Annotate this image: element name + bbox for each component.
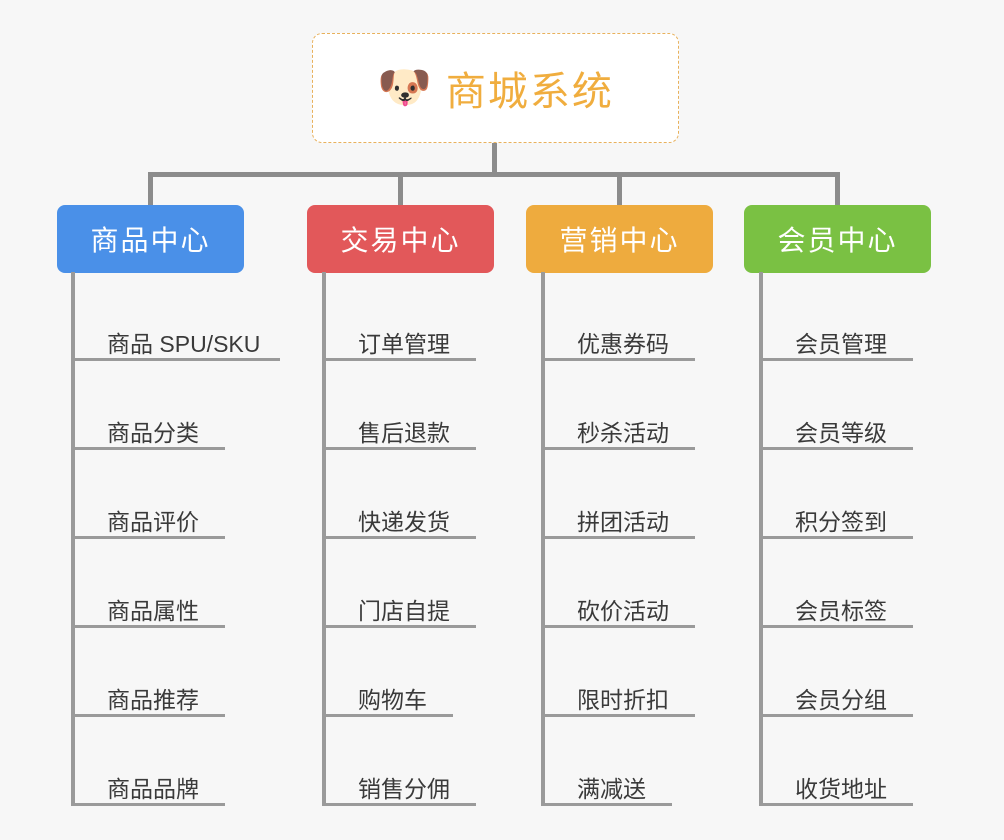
item-rule [326,447,476,450]
list-item[interactable]: 商品分类 [75,361,266,450]
list-item-label: 优惠券码 [577,330,669,357]
list-item[interactable]: 秒杀活动 [545,361,695,450]
list-item-label: 会员管理 [795,330,887,357]
branch-header-label: 交易中心 [340,225,461,256]
branch-header-3[interactable]: 会员中心 [744,205,931,273]
branch-items-0: 商品 SPU/SKU 商品分类 商品评价 商品属性 商品推荐 商品品牌 [71,272,280,806]
list-item-label: 会员分组 [795,686,887,713]
connector-horizontal-bus [148,172,840,177]
item-rule [545,803,672,806]
item-rule [545,358,695,361]
list-item[interactable]: 商品评价 [75,450,266,539]
list-item-label: 售后退款 [358,419,450,446]
branch-header-label: 营销中心 [559,225,680,256]
list-item-label: 购物车 [358,686,427,713]
item-rule [75,358,280,361]
branch-header-label: 会员中心 [777,225,898,256]
list-item[interactable]: 会员等级 [763,361,913,450]
list-item-label: 商品 SPU/SKU [107,330,261,357]
list-item-label: 限时折扣 [577,686,669,713]
list-item[interactable]: 会员标签 [763,539,913,628]
item-rule [326,803,476,806]
root-node[interactable]: 🐶 商城系统 [312,33,679,143]
list-item[interactable]: 会员分组 [763,628,913,717]
list-item[interactable]: 商品属性 [75,539,266,628]
item-rule [763,447,913,450]
list-item-label: 快递发货 [358,508,450,535]
list-item-label: 积分签到 [795,508,887,535]
list-item-label: 会员标签 [795,597,887,624]
list-item[interactable]: 门店自提 [326,539,476,628]
item-rule [545,447,695,450]
root-title: 商城系统 [445,70,614,114]
item-rule [763,625,913,628]
list-item[interactable]: 商品推荐 [75,628,266,717]
item-rule [763,536,913,539]
item-rule [75,714,225,717]
list-item[interactable]: 满减送 [545,717,675,806]
list-item-label: 商品分类 [107,419,199,446]
item-rule [545,625,695,628]
connector-drop-3 [617,172,622,205]
item-rule [75,625,225,628]
branch-header-0[interactable]: 商品中心 [57,205,244,273]
list-item-label: 商品推荐 [107,686,199,713]
item-rule [75,447,225,450]
list-item-label: 砍价活动 [577,597,669,624]
list-item[interactable]: 购物车 [326,628,456,717]
branch-header-label: 商品中心 [90,225,211,256]
list-item[interactable]: 限时折扣 [545,628,695,717]
branch-items-2: 优惠券码 秒杀活动 拼团活动 砍价活动 限时折扣 满减送 [541,272,695,806]
list-item-label: 商品品牌 [107,775,199,802]
branch-header-1[interactable]: 交易中心 [307,205,494,273]
dog-face-icon: 🐶 [377,63,432,112]
item-rule [545,714,695,717]
item-rule [545,536,695,539]
list-item-label: 满减送 [577,775,646,802]
item-rule [75,803,225,806]
list-item[interactable]: 订单管理 [326,272,476,361]
connector-drop-2 [398,172,403,205]
item-rule [326,536,476,539]
list-item[interactable]: 砍价活动 [545,539,695,628]
list-item[interactable]: 拼团活动 [545,450,695,539]
list-item[interactable]: 售后退款 [326,361,476,450]
list-item[interactable]: 会员管理 [763,272,913,361]
item-rule [75,536,225,539]
list-item[interactable]: 快递发货 [326,450,476,539]
item-rule [326,358,476,361]
list-item-label: 收货地址 [795,775,887,802]
branch-header-2[interactable]: 营销中心 [526,205,713,273]
item-rule [763,714,913,717]
list-item[interactable]: 销售分佣 [326,717,476,806]
list-item-label: 商品属性 [107,597,199,624]
branch-items-3: 会员管理 会员等级 积分签到 会员标签 会员分组 收货地址 [759,272,913,806]
list-item-label: 秒杀活动 [577,419,669,446]
item-rule [763,803,913,806]
list-item[interactable]: 积分签到 [763,450,913,539]
list-item[interactable]: 收货地址 [763,717,913,806]
list-item-label: 商品评价 [107,508,199,535]
list-item-label: 门店自提 [358,597,450,624]
connector-drop-4 [835,172,840,205]
list-item-label: 订单管理 [358,330,450,357]
item-rule [326,625,476,628]
list-item-label: 会员等级 [795,419,887,446]
item-rule [326,714,453,717]
connector-drop-1 [148,172,153,205]
list-item[interactable]: 商品品牌 [75,717,266,806]
list-item[interactable]: 优惠券码 [545,272,695,361]
connector-root-stem [492,143,497,175]
list-item[interactable]: 商品 SPU/SKU [75,272,280,361]
list-item-label: 销售分佣 [358,775,450,802]
branch-items-1: 订单管理 售后退款 快递发货 门店自提 购物车 销售分佣 [322,272,476,806]
list-item-label: 拼团活动 [577,508,669,535]
item-rule [763,358,913,361]
